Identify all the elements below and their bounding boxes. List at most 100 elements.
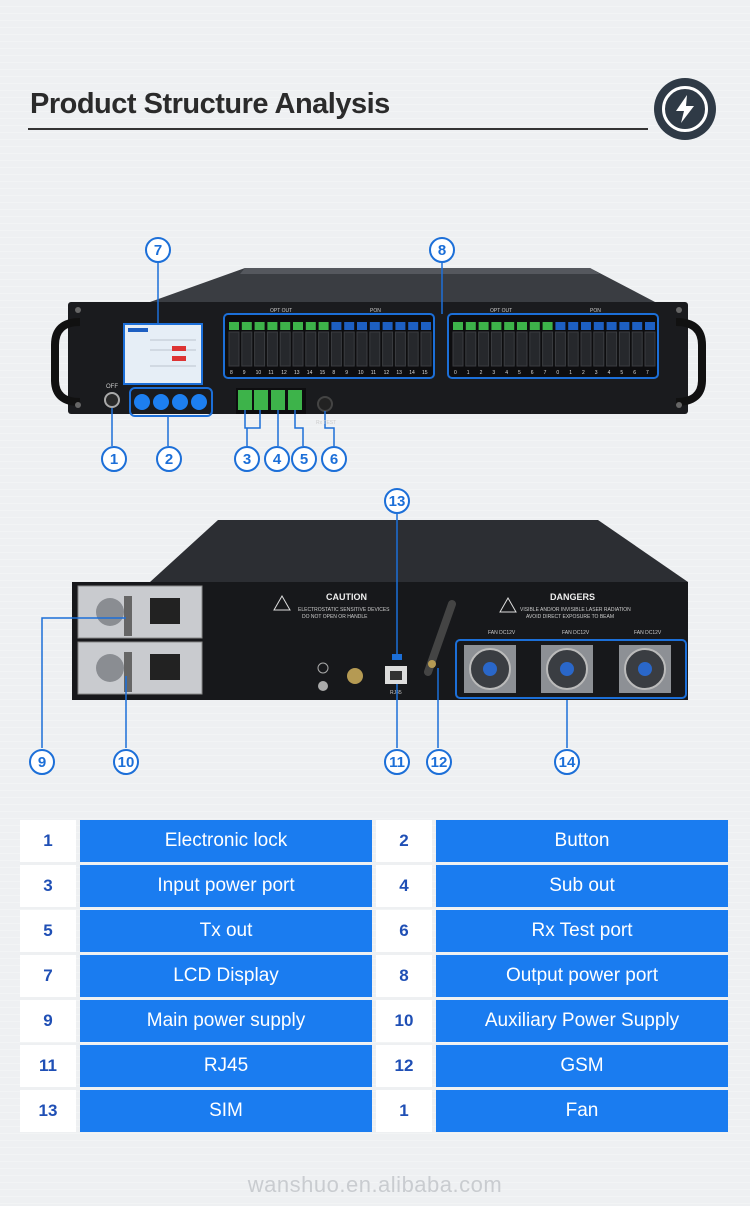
caution-title: CAUTION [326,592,367,602]
fan-label-2: FAN DC12V [562,630,590,636]
output-port[interactable] [382,322,393,330]
port-housing [593,331,605,367]
port-number: 1 [569,370,572,376]
legend-label: Rx Test port [436,910,728,952]
output-port[interactable] [331,322,342,330]
legend-number: 4 [376,865,432,907]
port-housing [606,331,618,367]
output-port[interactable] [555,322,566,330]
input-power-port[interactable] [238,390,252,410]
legend-label: SIM [80,1090,372,1132]
electronic-lock[interactable] [104,392,120,408]
port-housing [554,331,566,367]
panel-button-4[interactable] [191,394,207,410]
port-housing [490,331,502,367]
port-housing [631,331,643,367]
legend-row: 3 Input power port 4 Sub out [20,865,730,907]
legend-number: 12 [376,1045,432,1087]
output-port[interactable] [267,322,278,330]
output-port[interactable] [241,322,252,330]
port-housing [369,331,381,367]
rx-test-label: Rx TEST [316,420,336,426]
legend-row: 13 SIM 1 Fan [20,1090,730,1132]
fan-hub [483,662,497,676]
port-housing [542,331,554,367]
output-port[interactable] [593,322,604,330]
output-port[interactable] [453,322,463,330]
fan-hub [560,662,574,676]
output-port[interactable] [305,322,316,330]
port-number: 13 [396,370,402,376]
output-port[interactable] [369,322,380,330]
panel-button-3[interactable] [172,394,188,410]
legend-number: 1 [20,820,76,862]
port-housing [567,331,579,367]
port-housing [292,331,304,367]
port-number: 1 [467,370,470,376]
panel-button-2[interactable] [153,394,169,410]
legend-row: 9 Main power supply 10 Auxiliary Power S… [20,1000,730,1042]
callout-8: 8 [429,237,455,263]
legend-label: Electronic lock [80,820,372,862]
output-port[interactable] [568,322,579,330]
port-number: 15 [422,370,428,376]
port-number: 9 [345,370,348,376]
port-number: 7 [646,370,649,376]
output-port[interactable] [491,322,502,330]
port-number: 0 [556,370,559,376]
port-number: 6 [531,370,534,376]
output-port[interactable] [254,322,265,330]
port-number: 4 [505,370,508,376]
fan-hub [638,662,652,676]
output-port[interactable] [280,322,291,330]
watermark-text: wanshuo.en.alibaba.com [247,1172,503,1197]
port-number: 3 [595,370,598,376]
caution-text-2: DO NOT OPEN OR HANDLE [302,614,368,620]
panel-button-1[interactable] [134,394,150,410]
port-housing [420,331,432,367]
port-housing [529,331,541,367]
callout-6: 6 [321,446,347,472]
port-housing [343,331,355,367]
rx-test-port[interactable] [317,396,333,412]
output-port[interactable] [542,322,553,330]
port-number: 13 [294,370,300,376]
callout-3: 3 [234,446,260,472]
output-port[interactable] [357,322,367,330]
output-port[interactable] [581,322,591,330]
legend-label: Output power port [436,955,728,997]
port-number: 14 [409,370,415,376]
output-port[interactable] [529,322,540,330]
output-port[interactable] [517,322,527,330]
output-port[interactable] [421,322,431,330]
legend-number: 7 [20,955,76,997]
tx-out-port[interactable] [288,390,302,410]
port-number: 14 [307,370,313,376]
output-port[interactable] [478,322,489,330]
output-port[interactable] [632,322,643,330]
port-number: 10 [358,370,364,376]
output-port[interactable] [619,322,630,330]
legend-label: Fan [436,1090,728,1132]
rj45-label: RJ45 [390,690,402,696]
output-port[interactable] [465,322,476,330]
port-housing [241,331,253,367]
port-number: 12 [384,370,390,376]
output-port[interactable] [293,322,303,330]
output-port[interactable] [344,322,355,330]
port-housing [580,331,592,367]
output-port[interactable] [504,322,515,330]
output-port[interactable] [606,322,617,330]
output-port[interactable] [395,322,406,330]
output-port[interactable] [229,322,239,330]
input-power-port-2[interactable] [254,390,268,410]
sub-out-port[interactable] [271,390,285,410]
port-housing [644,331,656,367]
brand-logo [654,78,716,140]
output-port[interactable] [645,322,655,330]
output-port[interactable] [318,322,329,330]
output-port[interactable] [408,322,419,330]
port-housing [266,331,278,367]
legend-row: 5 Tx out 6 Rx Test port [20,910,730,952]
callout-5: 5 [291,446,317,472]
